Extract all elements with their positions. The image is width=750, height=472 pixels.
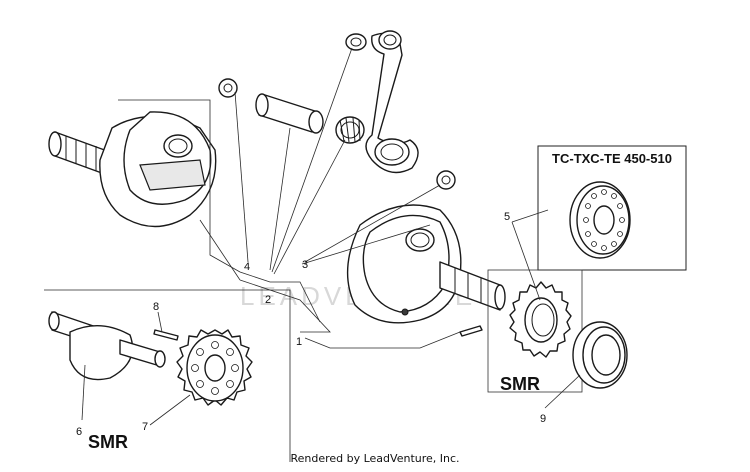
callout-6: 6 xyxy=(76,426,82,438)
connecting-rod xyxy=(345,30,419,174)
callout-8: 8 xyxy=(153,301,159,313)
smr-label-left: SMR xyxy=(88,432,128,452)
crank-pin xyxy=(255,93,324,134)
callout-4: 4 xyxy=(244,261,250,273)
footer-credit: Rendered by LeadVenture, Inc. xyxy=(290,452,460,465)
smr-label-right: SMR xyxy=(500,374,540,394)
smr-variant-panel: SMR xyxy=(44,289,291,462)
crank-half-left xyxy=(48,111,217,228)
callout-3: 3 xyxy=(302,259,308,271)
key-pin-right xyxy=(459,325,483,337)
bushing-small xyxy=(218,78,238,98)
inset-box-variant: TC-TXC-TE 450-510 xyxy=(537,145,687,271)
callout-7: 7 xyxy=(142,421,148,433)
leader-lines xyxy=(81,47,581,426)
smr-gear-right: SMR xyxy=(487,269,583,394)
needle-bearing xyxy=(335,116,365,144)
bushing-right xyxy=(436,170,456,190)
thrust-washer xyxy=(572,321,628,389)
callout-1: 1 xyxy=(296,336,302,348)
callout-5: 5 xyxy=(504,211,510,223)
callout-9: 9 xyxy=(540,413,546,425)
callout-2: 2 xyxy=(265,294,271,306)
crank-half-right xyxy=(346,204,506,324)
inset-box-title: TC-TXC-TE 450-510 xyxy=(552,151,672,166)
